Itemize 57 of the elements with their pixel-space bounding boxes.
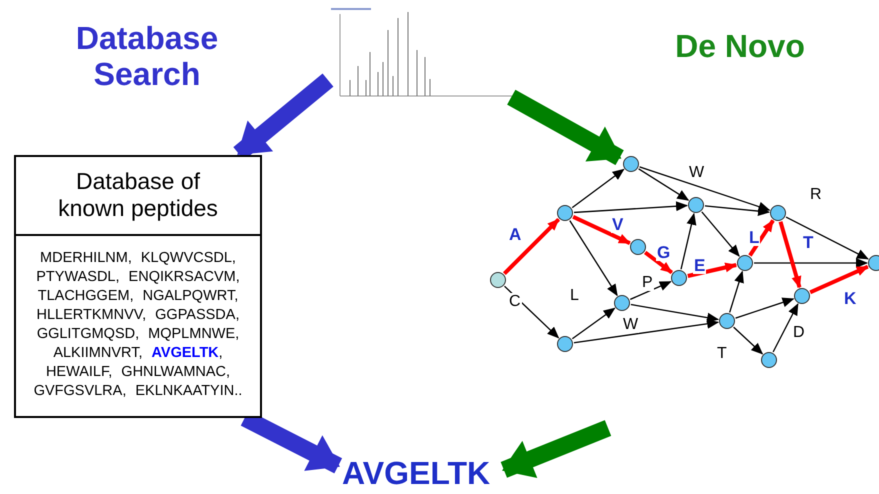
edge-label: G — [656, 244, 672, 261]
arrow — [733, 326, 764, 355]
arrow — [778, 221, 802, 288]
arrow — [786, 216, 869, 260]
picture — [331, 8, 514, 96]
heading: De Novo — [674, 28, 806, 64]
graph-node-circle — [630, 239, 646, 255]
graph-node-circle — [688, 197, 704, 213]
edge-label: E — [693, 257, 706, 274]
arrow — [630, 281, 672, 300]
edge-label: T — [802, 234, 814, 251]
arrow — [754, 258, 868, 268]
edge-label: V — [611, 216, 624, 233]
arrow — [729, 270, 744, 313]
arrow — [574, 201, 688, 214]
arrow — [502, 218, 560, 276]
arrow — [735, 298, 794, 319]
box-heading: Database of known peptides — [57, 168, 219, 222]
arrow — [704, 205, 770, 216]
block-arrow — [500, 420, 612, 478]
graph-node-circle — [671, 270, 687, 286]
graph-node-circle — [557, 336, 573, 352]
arrow — [572, 214, 631, 246]
arrow — [701, 211, 740, 257]
graph-node-circle — [794, 288, 810, 304]
arrow — [772, 303, 798, 352]
arrow — [572, 168, 625, 208]
graph-node-circle — [761, 352, 777, 368]
arrow — [572, 308, 616, 340]
edge-label: P — [641, 274, 654, 291]
arrow — [504, 286, 560, 338]
arrow — [809, 264, 869, 294]
graph-node-circle — [737, 255, 753, 271]
database-box — [14, 155, 262, 418]
arrow — [687, 262, 738, 278]
graph-node-circle — [614, 295, 630, 311]
result-peptide: AVGELTK — [342, 455, 490, 491]
arrow — [638, 168, 690, 201]
arrow — [569, 220, 618, 296]
graph-node-circle — [490, 272, 506, 288]
edge-label: A — [508, 226, 522, 243]
graph-node-circle — [719, 313, 735, 329]
edge-label: K — [843, 290, 858, 307]
heading: Database Search — [74, 20, 220, 92]
block-arrow — [507, 90, 624, 166]
peptide-list: MDERHILNM, KLQWVCSDL, PTYWASDL, ENQIKRSACVM, TLACHGGEM, NGALPQWRT, HLLERTKMNVV, GGPASSDA, GGLITGMQSD, MQPLMNWE, ALKIIMNVRT, AVGELTK, HEWAILF, GHNLWAMNAC, GVFGSVLRA, EKLNKAATYIN.. — [20, 249, 256, 401]
arrow — [748, 219, 775, 257]
arrow — [574, 318, 720, 344]
arrow — [680, 212, 696, 270]
arrow — [630, 304, 720, 323]
arrow — [644, 250, 674, 274]
edge-label: W — [622, 316, 640, 333]
graph-node-circle — [623, 156, 639, 172]
graph-node-circle — [557, 205, 573, 221]
edge-label: L — [748, 229, 760, 246]
graph-node-circle — [770, 205, 786, 221]
arrow — [639, 166, 770, 212]
